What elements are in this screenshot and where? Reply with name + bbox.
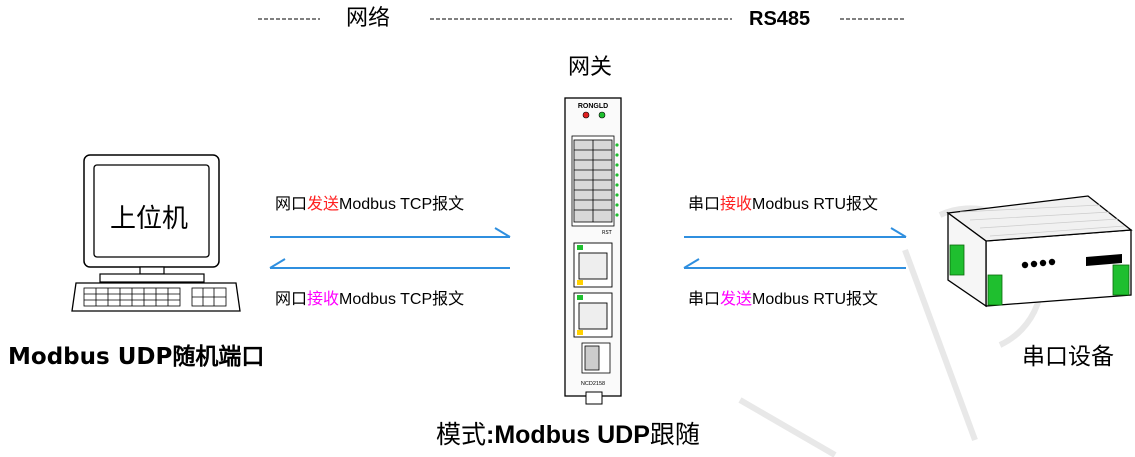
label-ser-send: 串口发送Modbus RTU报文: [688, 291, 878, 308]
net-send-verb: 发送: [307, 194, 340, 213]
arrows: [269, 227, 907, 269]
net-send-post: 报文: [432, 194, 465, 213]
arrow-net-send: [270, 227, 511, 238]
device-caption: 串口设备: [1022, 344, 1114, 370]
mode-prefix: 模式: [436, 420, 487, 449]
power-terminal: [581, 342, 611, 374]
label-ser-recv: 串口接收Modbus RTU报文: [688, 196, 878, 213]
computer-screen-label: 上位机: [110, 204, 189, 234]
serial-device-icon: [946, 195, 1133, 308]
computer-icon: [71, 154, 241, 312]
rs485-label: RS485: [749, 8, 811, 30]
ser-send-verb: 发送: [720, 289, 753, 308]
terminal-block: [571, 135, 615, 227]
mode-protocol: :Modbus UDP: [486, 421, 650, 449]
gateway-brand: RONGLD: [578, 103, 608, 110]
gateway-device: RONGLD RST: [564, 97, 622, 405]
ethernet-port-2: [573, 292, 613, 338]
led-red: [582, 111, 590, 119]
net-recv-verb: 接收: [307, 289, 340, 308]
ser-recv-proto: Modbus RTU: [752, 196, 846, 213]
net-recv-post: 报文: [432, 289, 465, 308]
device-top-lines: [959, 204, 1125, 237]
ser-send-pre: 串口: [688, 289, 721, 308]
gateway-title: 网关: [568, 55, 613, 80]
keyboard-keys: [83, 287, 227, 307]
ser-recv-post: 报文: [846, 194, 879, 213]
mode-suffix: 跟随: [649, 420, 700, 449]
arrow-net-recv: [269, 258, 510, 269]
ser-recv-pre: 串口: [688, 194, 721, 213]
net-recv-pre: 网口: [275, 289, 308, 308]
label-net-send: 网口发送Modbus TCP报文: [275, 196, 464, 213]
net-recv-proto: Modbus TCP: [339, 291, 433, 308]
gateway-model: NCD2158: [581, 381, 605, 387]
ser-recv-verb: 接收: [720, 194, 753, 213]
net-send-pre: 网口: [275, 194, 308, 213]
network-label: 网络: [346, 6, 391, 31]
rst-label: RST: [602, 230, 613, 236]
led-green: [598, 111, 606, 119]
mode-caption: 模式:Modbus UDP跟随: [436, 422, 700, 448]
net-send-proto: Modbus TCP: [339, 196, 433, 213]
label-net-recv: 网口接收Modbus TCP报文: [275, 291, 464, 308]
arrow-ser-send: [683, 258, 906, 269]
computer-caption: Modbus UDP随机端口: [8, 344, 265, 370]
ser-send-post: 报文: [846, 289, 879, 308]
ethernet-port-1: [573, 242, 613, 288]
ser-send-proto: Modbus RTU: [752, 291, 846, 308]
terminal-leds: [615, 143, 619, 217]
arrow-ser-recv: [684, 227, 907, 238]
